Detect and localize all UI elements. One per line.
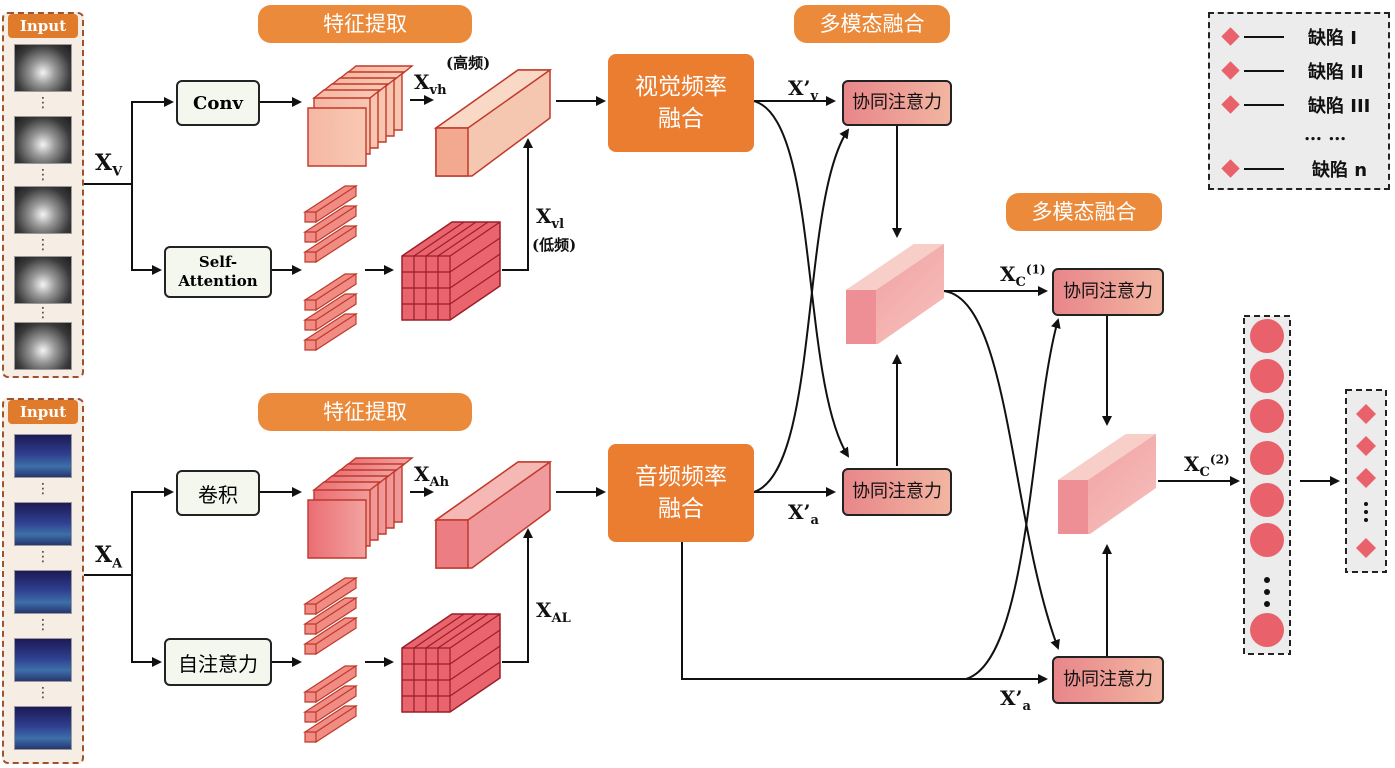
co-attention-node-4: 协同注意力 (1052, 656, 1164, 704)
multimodal-fusion-title-1: 多模态融合 (794, 5, 950, 43)
legend-item: 缺陷 I (1220, 26, 1380, 49)
video-input-label: Input (8, 14, 78, 38)
legend-item: 缺陷 III (1220, 94, 1380, 117)
self-attention-node: Self- Attention (164, 246, 272, 298)
output-vector (1243, 315, 1291, 655)
video-self-attn-slices (302, 184, 359, 352)
fused-cube-1 (846, 244, 944, 344)
spectrogram-thumbnail (14, 706, 72, 750)
legend: 缺陷 I 缺陷 II 缺陷 III … … 缺陷 n (1208, 12, 1390, 190)
output-classes (1345, 389, 1387, 573)
ellipsis-icon: ⋮ (36, 685, 50, 701)
legend-label: 缺陷 III (1308, 96, 1371, 117)
legend-line (1244, 168, 1284, 170)
video-frame-thumbnail (14, 186, 72, 234)
co-attention-node-3: 协同注意力 (1052, 268, 1164, 316)
arrow-xa-residual-coattn4 (681, 540, 1048, 684)
fused-cube-2 (1058, 434, 1156, 534)
video-frame-thumbnail (14, 116, 72, 164)
arrow-xv-selfattn (131, 184, 162, 275)
xvl-note: (低频) (532, 236, 577, 254)
legend-label: 缺陷 I (1308, 28, 1357, 49)
legend-label: 缺陷 n (1312, 160, 1368, 181)
xvh-note: (高频) (446, 54, 491, 72)
audio-feature-extract-title: 特征提取 (258, 393, 472, 431)
xc2-label: XC(2) (1184, 452, 1230, 480)
multimodal-fusion-title-2: 多模态融合 (1006, 193, 1162, 231)
diamond-icon (1221, 159, 1240, 178)
xa-prime-label: X’a (788, 500, 819, 528)
arrow-xa-selfattn (131, 575, 162, 667)
video-frame-thumbnail (14, 256, 72, 304)
audio-frequency-fusion: 音频频率 融合 (608, 444, 754, 542)
arrow-xa-prime-cross (753, 128, 850, 493)
conv-node: Conv (176, 80, 260, 126)
legend-line (1244, 70, 1284, 72)
xvh-label: Xvh (414, 70, 447, 98)
arrow-xvl (502, 138, 533, 271)
arrow-xa-residual-cross (965, 318, 1061, 680)
co-attention-node-2: 协同注意力 (842, 468, 952, 516)
ellipsis-icon: ⋮ (36, 549, 50, 565)
xa-prime2-label: X’a (1000, 686, 1031, 714)
ellipsis-icon: ⋮ (36, 481, 50, 497)
legend-ellipsis: … … (1304, 124, 1347, 145)
legend-item: 缺陷 n (1220, 158, 1380, 181)
video-frame-thumbnail (14, 44, 72, 92)
arrow-xal (502, 528, 533, 663)
audio-high-freq-cube (433, 461, 553, 569)
xvl-label: Xvl (536, 204, 565, 232)
audio-conv-node: 卷积 (176, 470, 260, 516)
diamond-icon (1221, 27, 1240, 46)
audio-self-attention-node: 自注意力 (164, 638, 272, 686)
arrow-xa-conv (84, 487, 174, 576)
legend-line (1244, 104, 1284, 106)
video-feature-extract-title: 特征提取 (258, 5, 472, 43)
diamond-icon (1221, 61, 1240, 80)
video-high-freq-cube (433, 69, 553, 177)
ellipsis-icon: ⋮ (36, 617, 50, 633)
ellipsis-icon: ⋮ (36, 237, 50, 253)
video-low-freq-grid (401, 221, 501, 321)
arrow-xv-conv (84, 97, 174, 185)
video-conv-feature-stack (307, 65, 414, 167)
co-attention-node-1: 协同注意力 (842, 80, 952, 126)
audio-input-label: Input (8, 400, 78, 424)
ellipsis-icon: ⋮ (36, 95, 50, 111)
audio-low-freq-grid (401, 613, 501, 713)
xv-label: XV (95, 150, 123, 180)
ellipsis-icon: ⋮ (36, 305, 50, 321)
legend-item: 缺陷 II (1220, 60, 1380, 83)
audio-self-attn-slices (302, 576, 359, 744)
arrow-xv-prime-cross (753, 100, 850, 458)
spectrogram-thumbnail (14, 502, 72, 546)
diamond-icon (1221, 95, 1240, 114)
xv-prime-label: X’v (788, 76, 819, 104)
arrow-xc1-cross (943, 290, 1060, 650)
xah-label: XAh (414, 462, 450, 490)
legend-line (1244, 36, 1284, 38)
spectrogram-thumbnail (14, 570, 72, 614)
xa-label: XA (95, 542, 123, 572)
xc1-label: XC(1) (1000, 262, 1046, 290)
visual-frequency-fusion: 视觉频率 融合 (608, 54, 754, 152)
ellipsis-icon: ⋮ (36, 167, 50, 183)
spectrogram-thumbnail (14, 638, 72, 682)
audio-conv-feature-stack (307, 457, 414, 559)
xal-label: XAL (536, 598, 571, 626)
video-frame-thumbnail (14, 322, 72, 370)
spectrogram-thumbnail (14, 434, 72, 478)
legend-label: 缺陷 II (1308, 62, 1364, 83)
